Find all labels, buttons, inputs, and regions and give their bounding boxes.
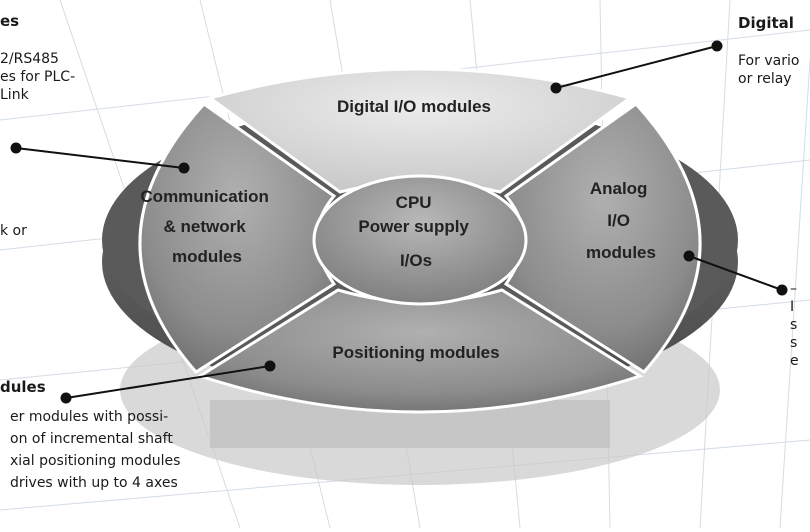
label-analog-io: Analog I/O modules [586,179,656,262]
leader-analog [688,255,783,291]
leader-communication-dot-end [178,162,190,174]
callout-analog-line: I [790,299,795,315]
callout-positioning-line: xial positioning modules [10,453,181,469]
leader-communication [15,147,185,169]
label-center-ios: I/Os [400,251,432,270]
callout-digital-title: Digital [738,14,794,32]
callout-digital-line: For vario [738,53,800,69]
callout-positioning-line: drives with up to 4 axes [10,475,178,491]
callout-analog-line: s [790,335,798,351]
leader-digital-dot-start [550,82,562,94]
leader-communication-dot-start [10,142,22,154]
label-center: CPU Power supply I/Os [358,193,473,270]
callout-communication-line: Link [0,87,29,103]
callout-analog-line: e [790,353,799,369]
callout-positioning-line: er modules with possi- [10,409,169,425]
label-digital-io: Digital I/O modules [337,97,491,116]
callout-positioning-title: dules [0,378,46,396]
leader-positioning-dot-start [264,360,276,372]
label-communication-line3: modules [172,247,242,266]
label-positioning: Positioning modules [332,343,499,362]
leader-analog-dot-end [776,284,788,296]
leader-positioning [65,365,271,399]
label-communication-line1: Communication [140,187,268,206]
callout-digital-line: or relay [738,71,792,87]
leader-digital [555,45,718,89]
callout-communication-line: k or [0,223,27,239]
label-communication: Communication & network modules [140,187,273,266]
label-center-power: Power supply [358,217,469,236]
callout-communication-line: 2/RS485 [0,51,59,67]
leader-analog-dot-start [683,250,695,262]
leader-positioning-dot-end [60,392,72,404]
label-analog-line2: I/O [607,211,630,230]
label-communication-line2: & network [164,217,247,236]
callout-analog-line: – [790,281,797,297]
label-center-cpu: CPU [396,193,432,212]
label-analog-line1: Analog [590,179,648,198]
label-analog-line3: modules [586,243,656,262]
callout-communication-line: es for PLC- [0,69,76,85]
callout-analog-line: s [790,317,798,333]
center-hub [312,174,528,306]
leader-digital-dot-end [711,40,723,52]
callout-communication-title: es [0,12,20,30]
callout-positioning-line: on of incremental shaft [10,431,173,447]
